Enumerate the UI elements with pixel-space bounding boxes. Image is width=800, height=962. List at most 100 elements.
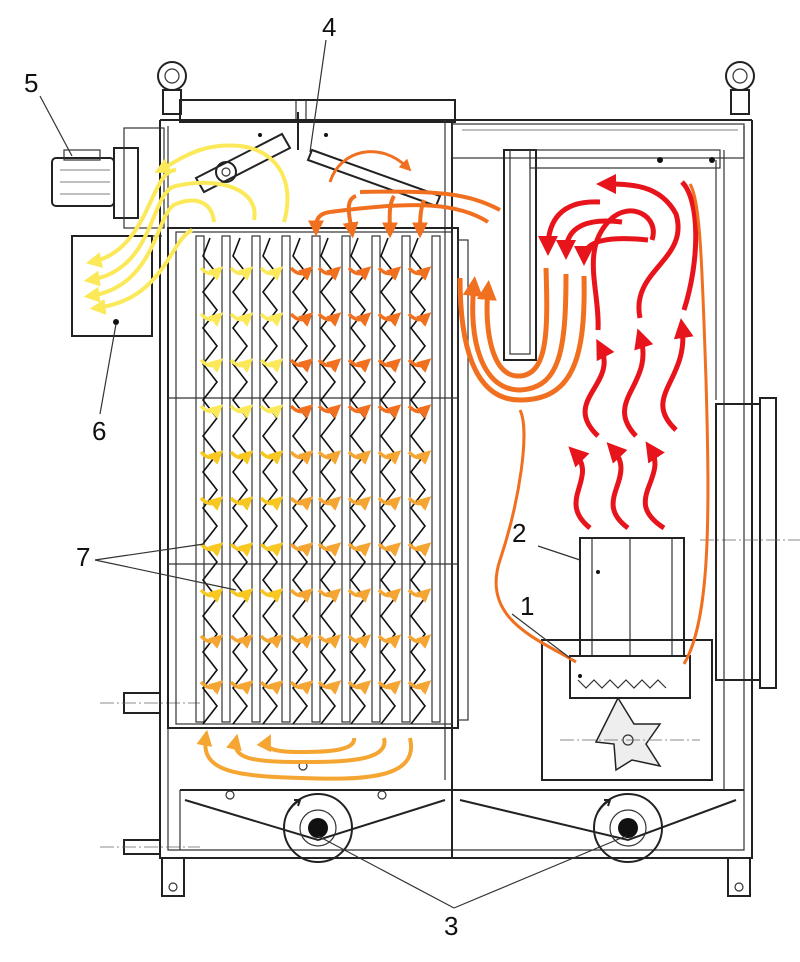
flue-outlet-box (71, 235, 162, 337)
channel-flow-arrow (259, 496, 284, 511)
channel-flow-arrow (407, 450, 432, 465)
lifting-eye-right (725, 61, 755, 115)
channel-flow-arrow (407, 496, 432, 511)
feet (161, 857, 751, 897)
channel-flow-arrow (199, 634, 224, 649)
flow-warm-3 (457, 275, 587, 403)
channel-flow-arrow (289, 680, 314, 695)
channel-flow-arrow (407, 358, 432, 373)
flow-hot-3 (642, 441, 666, 531)
side-door (700, 397, 800, 689)
lifting-eye-left (157, 61, 187, 115)
flow-exit-5 (83, 184, 177, 287)
channel-flow-arrow (229, 588, 254, 603)
channel-flow-arrow (289, 542, 314, 557)
turbulator-zigzag (201, 237, 219, 725)
channel-flow-arrow (229, 450, 254, 465)
channel-flow-arrow (199, 358, 224, 373)
flow-hot-5 (622, 328, 654, 438)
channel-flow-arrow (317, 542, 342, 557)
channel-flow-arrow (199, 312, 224, 327)
flow-hot-11 (556, 218, 623, 260)
channel-flow-arrow (229, 634, 254, 649)
heat-exchanger-tube (281, 235, 291, 723)
flow-exit-7 (89, 228, 194, 315)
flow-hot-4 (582, 338, 615, 438)
flow-side-right (682, 183, 710, 665)
channel-flow-arrow (347, 358, 372, 373)
channel-flow-arrow (229, 542, 254, 557)
turbulator-zigzag (379, 237, 397, 725)
channel-flow-arrow (347, 588, 372, 603)
label-5: 5 (24, 68, 38, 98)
label-3: 3 (444, 911, 458, 941)
channel-flow-arrow (199, 496, 224, 511)
flow-warm-2 (462, 273, 569, 393)
channel-flow-arrow (407, 634, 432, 649)
heat-exchanger-tube (251, 235, 261, 723)
combustion-chamber (451, 123, 745, 790)
channel-flow-arrow (289, 450, 314, 465)
channel-flow-arrow (259, 404, 284, 419)
burner-housing (579, 537, 685, 657)
label-6: 6 (92, 416, 106, 446)
flow-exit-3 (175, 198, 216, 223)
channel-flow-arrow (289, 634, 314, 649)
flow-top-curl-1 (328, 150, 412, 183)
flow-transfer-1 (359, 189, 501, 212)
channel-flow-arrow (377, 496, 402, 511)
channel-flow-arrow (407, 312, 432, 327)
flow-exit-4 (85, 168, 177, 268)
channel-flow-arrow (377, 588, 402, 603)
heat-exchanger-tube (371, 235, 381, 723)
label-4: 4 (322, 12, 336, 42)
channel-flow-arrow (347, 266, 372, 281)
flow-hot-7 (590, 208, 656, 331)
flow-exit-1 (154, 143, 290, 223)
channel-flow-arrow (259, 450, 284, 465)
channel-flow-arrow (259, 312, 284, 327)
turbulator-zigzag (319, 237, 337, 725)
channel-flow-arrow (229, 312, 254, 327)
channel-flow-arrow (229, 404, 254, 419)
turbulator-zigzag (291, 237, 309, 725)
label-7: 7 (76, 542, 90, 572)
channel-flow-arrow (347, 634, 372, 649)
heat-exchanger-tube (195, 235, 205, 723)
channel-flow-arrow (377, 542, 402, 557)
heat-exchanger-tube (341, 235, 351, 723)
flow-bottom-2 (226, 733, 387, 765)
ash-impeller (560, 696, 700, 772)
flow-warm-1 (476, 267, 550, 379)
channel-flow-arrow (317, 588, 342, 603)
channel-flow-arrow (377, 312, 402, 327)
flow-side-left (494, 409, 577, 664)
label-1: 1 (520, 591, 534, 621)
firebox (541, 639, 713, 781)
heat-exchanger-tube (311, 235, 321, 723)
channel-flow-arrow (259, 358, 284, 373)
channel-flow-arrow (317, 312, 342, 327)
channel-flow-arrow (377, 266, 402, 281)
flow-hot-9 (680, 180, 699, 311)
auger-right (593, 793, 663, 863)
channel-flow-arrow (407, 588, 432, 603)
channel-flow-arrow (317, 358, 342, 373)
baffle-column (503, 149, 537, 361)
flow-hot-12 (574, 236, 649, 266)
channel-flow-arrow (407, 680, 432, 695)
turbulator-zigzag (349, 237, 367, 725)
auger-left (283, 793, 353, 863)
channel-flow-arrow (259, 588, 284, 603)
channel-flow-arrow (347, 496, 372, 511)
flow-transfer-6 (412, 199, 429, 239)
channel-flow-arrow (347, 680, 372, 695)
channel-flow-arrow (199, 680, 224, 695)
channel-flow-arrow (229, 266, 254, 281)
channel-flow-arrow (289, 358, 314, 373)
flow-transfer-5 (381, 194, 398, 239)
channel-flow-arrow (407, 266, 432, 281)
channel-flow-arrow (259, 266, 284, 281)
channel-flow-arrow (199, 542, 224, 557)
